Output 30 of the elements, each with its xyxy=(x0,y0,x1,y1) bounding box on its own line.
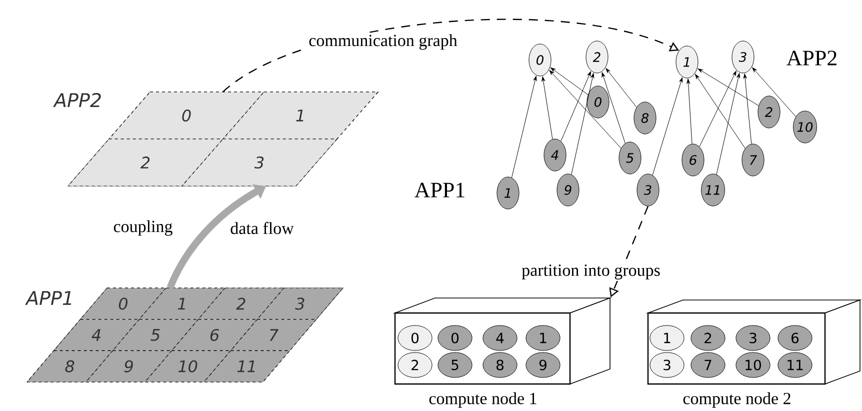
arrow xyxy=(602,72,626,144)
arrow xyxy=(549,70,622,148)
grid-cell: 5 xyxy=(112,319,199,351)
box-caption: compute node 1 xyxy=(429,392,536,408)
grid-cell: 4 xyxy=(53,319,140,351)
arrow xyxy=(571,73,594,175)
arrow xyxy=(699,70,736,147)
arrow xyxy=(606,68,637,108)
arrow xyxy=(560,71,592,142)
edge-label: communication graph xyxy=(307,32,459,52)
arrow xyxy=(695,74,746,149)
text-label: data flow xyxy=(229,220,295,236)
arrow xyxy=(652,77,683,176)
text-label: coupling xyxy=(112,219,174,237)
arrow xyxy=(716,72,740,175)
arrow xyxy=(698,68,759,106)
grid-cell: 6 xyxy=(171,319,258,351)
arrow xyxy=(511,76,537,178)
panel-title: APP1 xyxy=(25,291,72,305)
text-label: APP1 xyxy=(413,182,467,198)
grid-cell: 7 xyxy=(230,319,317,351)
arrow xyxy=(542,76,553,140)
panel-title: APP2 xyxy=(53,92,101,108)
arrow xyxy=(752,67,796,117)
edge-label: partition into groups xyxy=(520,263,662,281)
text-label: APP2 xyxy=(785,50,839,66)
arrow xyxy=(743,74,752,144)
box-caption: compute node 2 xyxy=(683,392,790,408)
arrow xyxy=(686,78,692,144)
arrow xyxy=(550,68,588,95)
